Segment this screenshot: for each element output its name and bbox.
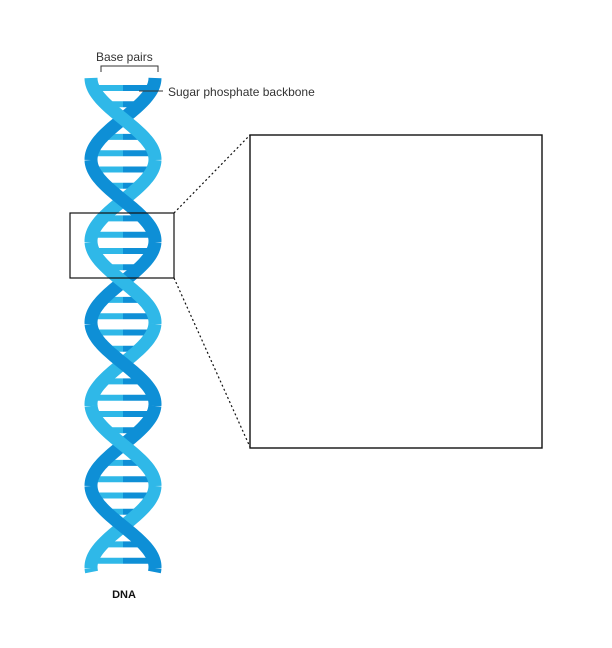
base-pairs-label: Base pairs (96, 50, 153, 64)
strand-back-segment (148, 563, 162, 577)
strand-front-segment (84, 73, 162, 165)
helix-front-strands (84, 73, 162, 577)
dna-title: DNA (112, 589, 136, 601)
strand-front-segment (84, 155, 162, 247)
base-pairs-bracket (100, 65, 159, 72)
strand-front-segment (84, 319, 162, 411)
strand-front-segment (84, 563, 98, 577)
zoom-connector-bottom (173, 277, 251, 448)
zoom-connector-top (173, 134, 251, 214)
zoom-selection-box (69, 212, 175, 279)
backbone-label: Sugar phosphate backbone (168, 85, 315, 99)
zoom-detail-box (249, 134, 543, 449)
base-pair-rungs (91, 85, 155, 564)
strand-front-segment (84, 401, 162, 491)
strand-front-segment (84, 237, 162, 329)
strand-front-segment (84, 481, 162, 573)
